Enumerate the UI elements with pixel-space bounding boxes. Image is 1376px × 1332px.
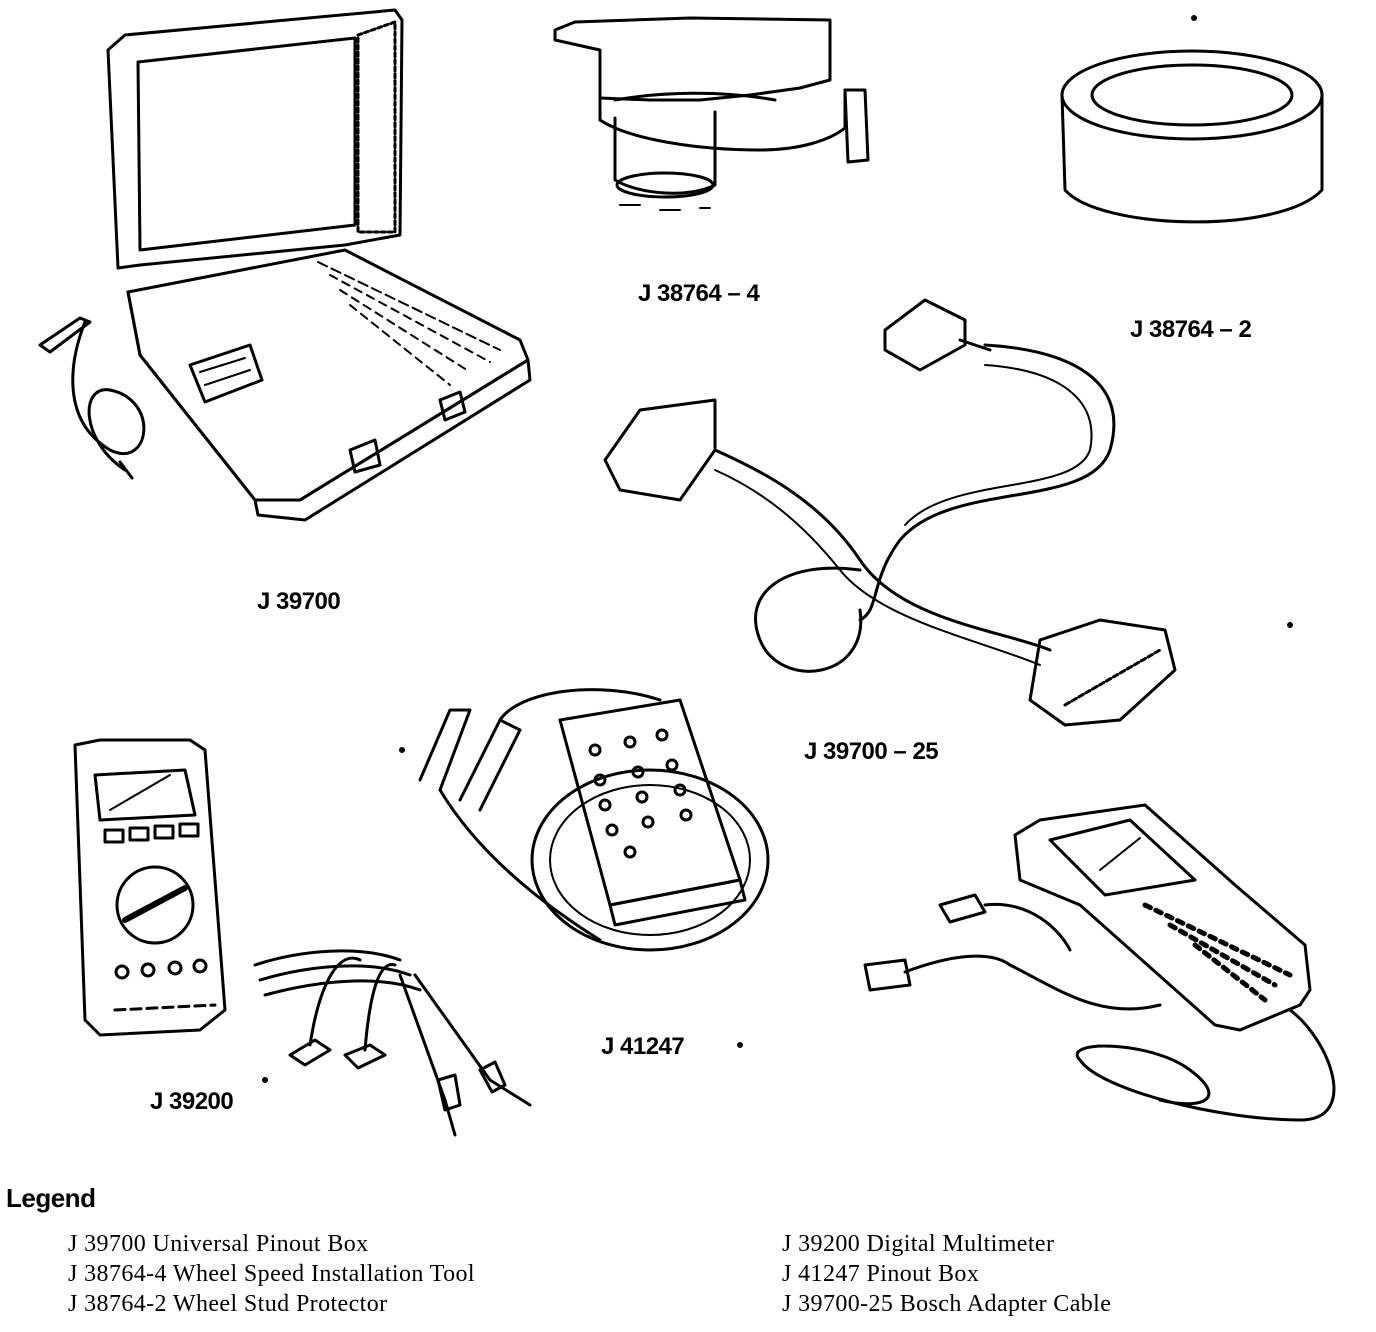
label-pinout-box-2: J 41247: [601, 1033, 685, 1060]
legend-item: J 39700-25 Bosch Adapter Cable: [782, 1291, 1112, 1317]
multimeter-leads-drawing: [253, 949, 532, 1137]
legend-item: J 38764-2 Wheel Stud Protector: [68, 1291, 388, 1317]
legend-item: J 39700 Universal Pinout Box: [68, 1231, 369, 1257]
label-multimeter: J 39200: [150, 1088, 234, 1115]
legend-title: Legend: [6, 1183, 96, 1213]
wheel-stud-protector-drawing: [1060, 49, 1324, 224]
tool-illustrations: [38, 8, 1336, 1137]
pinout-box-2-drawing: [418, 688, 770, 952]
pinout-box-case-drawing: [38, 8, 532, 522]
label-bosch-cable: J 39700 – 25: [804, 738, 939, 765]
wheel-speed-tool-drawing: [553, 16, 870, 211]
label-wheel-stud-protector: J 38764 – 2: [1130, 316, 1252, 343]
legend-item: J 38764-4 Wheel Speed Installation Tool: [68, 1261, 475, 1287]
multimeter-drawing: [73, 738, 227, 1037]
label-wheel-speed-tool: J 38764 – 4: [638, 280, 760, 307]
legend-item: J 39200 Digital Multimeter: [782, 1231, 1055, 1257]
bosch-adapter-cable-drawing: [603, 298, 1177, 727]
scan-tool-drawing: [863, 803, 1336, 1122]
legend-item: J 41247 Pinout Box: [782, 1261, 980, 1287]
label-pinout-box: J 39700: [257, 588, 341, 615]
